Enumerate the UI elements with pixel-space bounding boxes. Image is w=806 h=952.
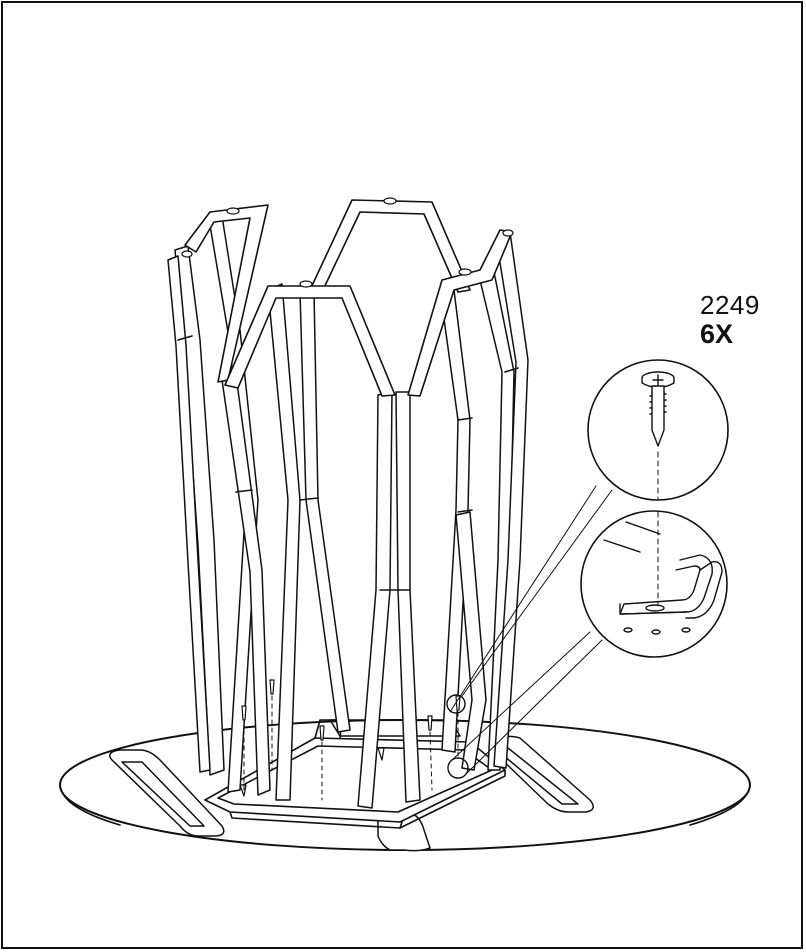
detail-circle-bracket (580, 510, 728, 658)
base-screws (239, 679, 461, 797)
leader-lines (449, 485, 613, 775)
frame-legs (167, 215, 529, 809)
base-slots (109, 719, 594, 852)
part-number-label: 2249 (700, 290, 760, 320)
screw-icon (641, 371, 675, 447)
detail-markers (446, 694, 469, 779)
bracket-icon (603, 521, 723, 635)
detail-circle-screw (587, 359, 729, 501)
top-arches (177, 199, 519, 591)
quantity-label: 6X (700, 319, 734, 349)
top-screw-caps (181, 197, 514, 288)
dashed-guides-base (243, 695, 459, 801)
